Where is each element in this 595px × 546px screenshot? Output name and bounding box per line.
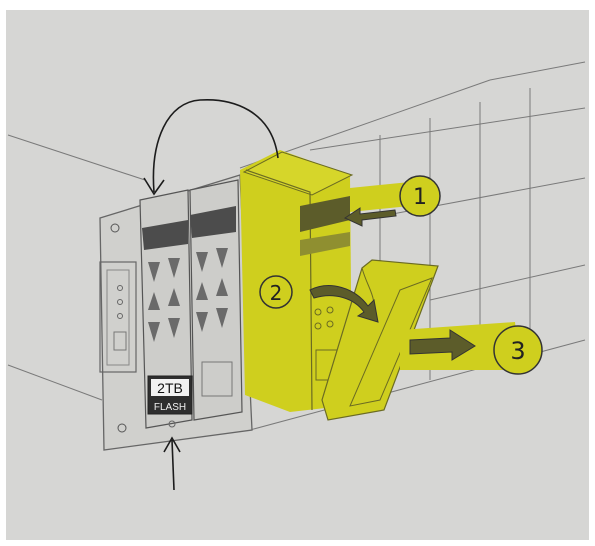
drive-label: 2TB FLASH	[148, 376, 192, 414]
step-3-callout: 3	[400, 322, 542, 374]
step-2-number: 2	[270, 281, 283, 305]
drive-label-capacity: 2TB	[157, 380, 183, 396]
step-1-number: 1	[413, 185, 427, 210]
step-3-number: 3	[510, 337, 525, 365]
drive-label-type: FLASH	[154, 402, 186, 413]
drive-bay-2	[190, 180, 242, 420]
